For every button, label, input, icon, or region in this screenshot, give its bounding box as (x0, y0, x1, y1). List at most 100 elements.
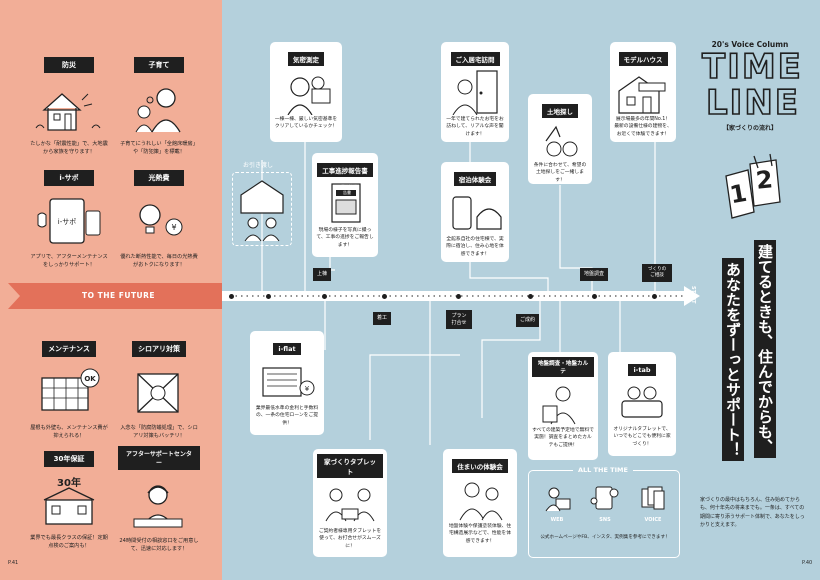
panel-tag: アフターサポートセンター (118, 446, 200, 470)
family-illustration (123, 77, 195, 137)
card-title: 宿泊体験会 (453, 172, 497, 186)
catch-line-1: 建てるときも、住んでからも、 (753, 240, 776, 458)
card-title: i-flat (273, 343, 301, 355)
future-arrow (8, 283, 222, 309)
sns-item: SNS (590, 483, 620, 523)
panel-30nen: 30年保証 30年 業界でも最長クラスの保証！定期点検のご案内も！ (28, 446, 110, 550)
timeline-dot (382, 294, 387, 299)
card-text: 現場の様子を写真に撮って、工事の進捗をご報告します！ (316, 228, 374, 248)
panel-aftersupport: アフターサポートセンター 24時間受付の相談窓口をご用意して、迅速に対応します！ (118, 446, 200, 553)
milestone-jibanchousa: 地盤調査 (580, 268, 609, 281)
panel-text: 業界でも最長クラスの保証！定期点検のご案内も！ (30, 535, 108, 550)
web-label: WEB (550, 517, 564, 523)
voice-icon (641, 486, 665, 510)
card-text: 条件に合わせて、希望の土地探しをご一緒します！ (533, 163, 587, 183)
panel-text: 子育てにうれしい「全館床暖房」や「防犯策」を標載！ (120, 141, 198, 156)
card-title: 住まいの体験会 (452, 459, 508, 473)
panel-text: 屋根も外壁も、メンテナンス費が抑えられる！ (30, 425, 108, 440)
all-time-icons: WEB SNS VOICE (533, 483, 677, 523)
card-tablet: 家づくりタブレット ご契約者様専用タブレットを使って、お打合せがスムーズに！ (313, 449, 387, 557)
milestone-soudan: づくりのご相談 (642, 264, 672, 282)
web-item: WEB (542, 483, 572, 523)
title-time: TIME (701, 47, 803, 87)
timeline-dot (266, 294, 271, 299)
meter-illustration (274, 68, 338, 116)
svg-text:i-サポ: i-サポ (58, 218, 76, 226)
card-title: i-tab (628, 364, 656, 376)
card-text: 業界最低水準の金利と手数料の、一条の住宅ローンをご提供！ (255, 406, 319, 426)
panel-tag: 防災 (44, 57, 94, 73)
card-text: ご契約者様専用タブレットを使って、お打合せがスムーズに！ (318, 529, 382, 549)
timeline-dot (652, 294, 657, 299)
panel-isapo: i-サポ i-サポ アプリで、アフターメンテナンスをしっかりサポート！ (28, 165, 110, 269)
card-title: 工事進捗報告書 (317, 163, 373, 177)
house-illustration (33, 77, 105, 137)
milestone-joutou: 上棟 (313, 268, 332, 281)
card-text: 一棟一棟、厳しい気密基準をクリアしているかチェック！ (274, 117, 338, 130)
operator-illustration (123, 474, 195, 534)
catch-line-2: あなたをずーっとサポート！ (721, 258, 744, 461)
card-sumai: 住まいの体験会 地盤体験や保護塗装体験、住宅構造展示などで、性能を体感できます！ (443, 449, 517, 557)
experience-illustration (447, 475, 513, 523)
card-text: すべての建築予定地で無料で実施！調査をまとめたカルテもご提供！ (532, 428, 594, 448)
sns-icon (590, 486, 619, 510)
warranty-illustration: 30年 (33, 471, 105, 531)
tiles-illustration: OK (33, 361, 105, 421)
modelhouse-illustration (614, 68, 672, 116)
timeline-dot (322, 294, 327, 299)
panel-kounetsuhi: 光熱費 ¥ 優れた断熱性能で、毎日の光熱費がおトクになります！ (118, 165, 200, 269)
page-number-right: P.40 (802, 560, 813, 566)
svg-text:¥: ¥ (305, 385, 310, 393)
panel-text: 24時間受付の相談窓口をご用意して、迅速に対応します！ (119, 538, 199, 553)
panel-bousai: 防災 たしかな「耐震性能」で、大地震から家族を守ります！ (28, 52, 110, 156)
all-time-label: ALL THE TIME (573, 466, 633, 474)
card-title: 家づくりタブレット (317, 454, 383, 478)
panel-text: 優れた断熱性能で、毎日の光熱費がおトクになります！ (120, 254, 198, 269)
card-text: 全館系自社の住宅棟で、実際に宿泊し、住み心地を体感できます！ (446, 237, 504, 257)
panel-maintenance: メンテナンス OK 屋根も外壁も、メンテナンス費が抑えられる！ (28, 336, 110, 440)
svg-text:30年: 30年 (57, 476, 81, 489)
voice-column-label: 20's Voice Column (711, 40, 789, 49)
handover-illustration (232, 172, 292, 246)
title-sub: 【家づくりの流れ】 (722, 125, 777, 132)
door-illustration (445, 68, 505, 116)
milestone-plan: プラン打合せ (446, 310, 472, 329)
termite-illustration (123, 361, 195, 421)
card-title: モデルハウス (618, 52, 668, 66)
sns-label: SNS (599, 517, 611, 523)
all-time-note: 公式ホームページやFB、インスタ、実例集を参考にできます！ (540, 535, 670, 540)
card-jiban: 地盤調査・地盤カルテ すべての建築予定地で無料で実施！調査をまとめたカルテもご提… (528, 352, 598, 460)
calendar-2: 2 (754, 165, 775, 195)
panel-tag: 光熱費 (134, 170, 184, 186)
meeting-illustration (317, 480, 383, 528)
voice-item: VOICE (638, 483, 668, 523)
devices-illustration: i-サポ (33, 190, 105, 250)
voice-label: VOICE (644, 517, 662, 523)
soil-illustration (532, 379, 594, 427)
panel-tag: メンテナンス (42, 341, 96, 357)
timeline-dot (229, 294, 234, 299)
card-title: 土地探し (542, 104, 578, 118)
card-itab: i-tab オリジナルタブレットで、いつでもどこでも便利に家づくり！ (608, 352, 676, 456)
panel-tag: 子育て (134, 57, 184, 73)
sofa-illustration (612, 378, 672, 426)
panel-text: アプリで、アフターメンテナンスをしっかりサポート！ (30, 254, 108, 269)
card-tochi: 土地探し 条件に合わせて、希望の土地探しをご一緒します！ (528, 94, 592, 184)
report-illustration (316, 179, 374, 227)
panel-tag: シロアリ対策 (132, 341, 186, 357)
timeline-dot (528, 294, 533, 299)
svg-text:OK: OK (84, 375, 96, 383)
panel-text: たしかな「耐震性能」で、大地震から家族を守ります！ (30, 141, 108, 156)
panel-tag: i-サポ (44, 170, 94, 186)
map-illustration (532, 120, 588, 162)
intro-text: 家づくりの最中はもちろん、住み始めてからも、何十年先の将来までも。一条は、すべて… (700, 497, 805, 528)
card-text: 地盤体験や保護塗装体験、住宅構造展示などで、性能を体感できます！ (448, 524, 512, 544)
timeline-dot (456, 294, 461, 299)
luggage-illustration (445, 188, 505, 236)
all-time-box: ALL THE TIME WEB SNS VOICE 公式ホームページやFB、イ… (528, 466, 680, 558)
card-text: 展示場最多の年間No.1！最新の設備仕様の建物を、お近くで体験できます！ (614, 117, 672, 137)
panel-tag: 30年保証 (44, 451, 94, 467)
web-icon (545, 487, 571, 512)
panel-kosodate: 子育て 子育てにうれしい「全館床暖房」や「防犯策」を標載！ (118, 52, 200, 156)
